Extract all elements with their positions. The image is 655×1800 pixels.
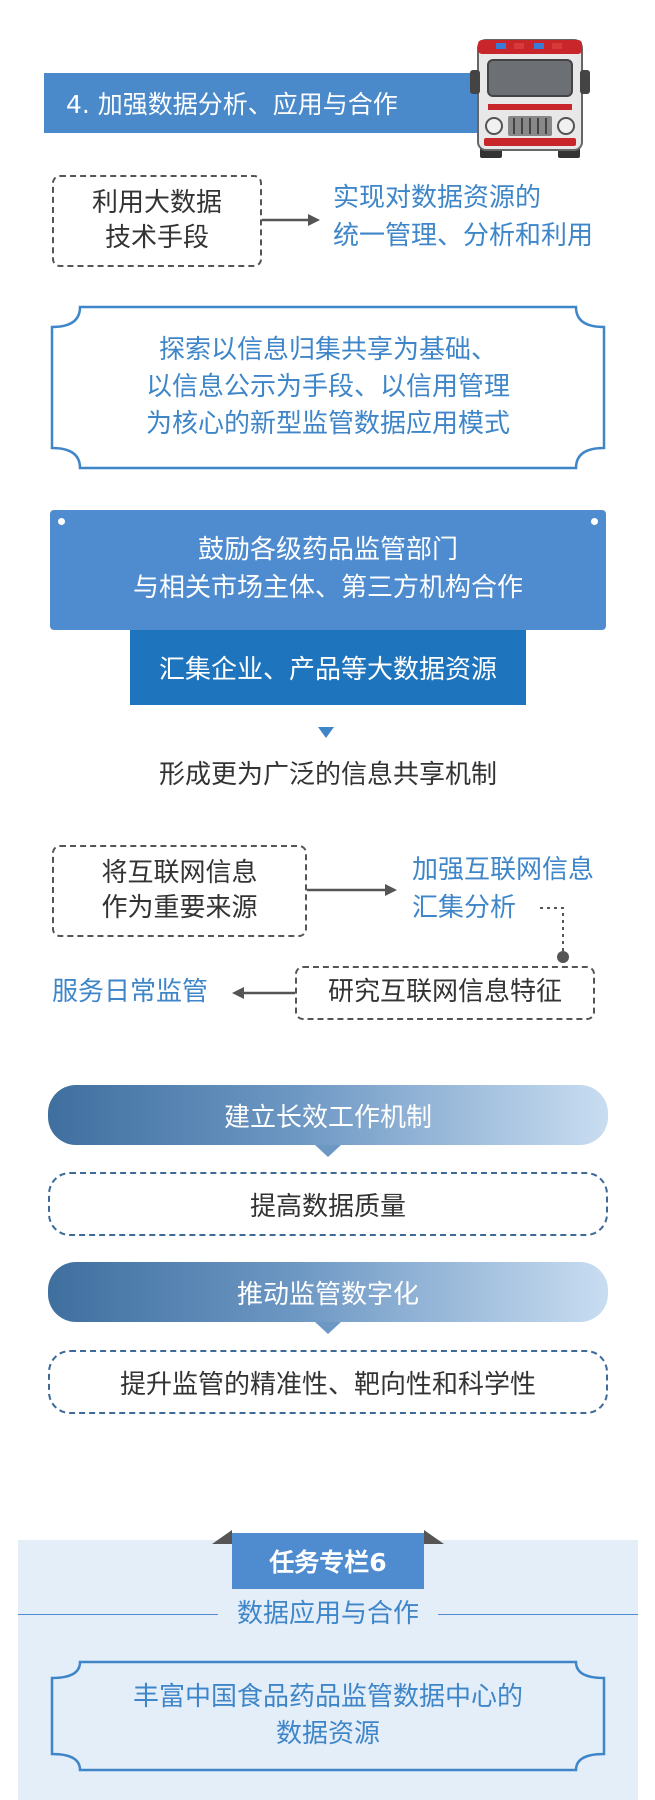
- tab-ear-right: [424, 1530, 444, 1544]
- task-label: 任务专栏6: [232, 1533, 424, 1589]
- big-data-box: 利用大数据 技术手段: [52, 175, 262, 267]
- research-box: 研究互联网信息特征: [295, 966, 595, 1020]
- internet-source-line-1: 将互联网信息: [101, 857, 258, 888]
- pin-dot: [58, 518, 65, 525]
- triangle-down-icon: [318, 727, 334, 738]
- arrow-right-icon: [262, 214, 320, 226]
- pill-pointer-icon: [315, 1322, 341, 1334]
- section-title-text: 4. 加强数据分析、应用与合作: [66, 90, 398, 119]
- task-subtitle-text: 数据应用与合作: [236, 1599, 419, 1630]
- research-text: 研究互联网信息特征: [327, 977, 562, 1008]
- big-data-line-2: 技术手段: [104, 223, 209, 253]
- manage-result: 实现对数据资源的 统一管理、分析和利用: [333, 180, 633, 255]
- task-item-line-2: 数据资源: [275, 1719, 380, 1749]
- internet-source-line-2: 作为重要来源: [101, 893, 258, 923]
- gather-text: 汇集企业、产品等大数据资源: [158, 655, 497, 685]
- pin-dot: [591, 518, 598, 525]
- task-item-line-1: 丰富中国食品药品监管数据中心的: [132, 1682, 523, 1713]
- gather-box: 汇集企业、产品等大数据资源: [130, 630, 526, 705]
- strengthen-line-1: 加强互联网信息: [412, 855, 595, 885]
- serve-label: 服务日常监管: [52, 977, 209, 1007]
- step-2-title: 推动监管数字化: [236, 1279, 419, 1310]
- task-subtitle: 数据应用与合作: [218, 1595, 438, 1635]
- encourage-line-2: 与相关市场主体、第三方机构合作: [132, 573, 523, 603]
- step-2-detail: 提升监管的精准性、靶向性和科学性: [119, 1369, 536, 1400]
- big-data-line-1: 利用大数据: [91, 187, 222, 218]
- manage-result-line-2: 统一管理、分析和利用: [333, 220, 594, 251]
- step-1-detail: 提高数据质量: [249, 1191, 406, 1222]
- mechanism-text: 形成更为广泛的信息共享机制: [60, 752, 596, 792]
- task-label-text: 任务专栏6: [269, 1548, 387, 1577]
- section-title: 4. 加强数据分析、应用与合作: [44, 73, 484, 133]
- divider-line: [18, 1614, 218, 1615]
- explore-box: 探索以信息归集共享为基础、 以信息公示为手段、以信用管理 为核心的新型监管数据应…: [50, 305, 606, 470]
- step-1-pill: 建立长效工作机制: [48, 1085, 608, 1145]
- arrow-right-icon: [307, 884, 397, 896]
- explore-line-3: 为核心的新型监管数据应用模式: [145, 408, 510, 439]
- encourage-line-1: 鼓励各级药品监管部门: [197, 535, 458, 566]
- task-item-box: 丰富中国食品药品监管数据中心的 数据资源: [50, 1660, 606, 1772]
- explore-line-1: 探索以信息归集共享为基础、: [158, 335, 497, 366]
- manage-result-line-1: 实现对数据资源的: [333, 183, 542, 213]
- strengthen-line-2: 汇集分析: [412, 892, 517, 923]
- step-1-title: 建立长效工作机制: [223, 1102, 432, 1133]
- pill-pointer-icon: [315, 1145, 341, 1157]
- arrow-left-icon: [232, 987, 295, 999]
- encourage-box: 鼓励各级药品监管部门 与相关市场主体、第三方机构合作: [50, 510, 606, 630]
- step-1-detail-box: 提高数据质量: [48, 1172, 608, 1236]
- step-2-pill: 推动监管数字化: [48, 1262, 608, 1322]
- strengthen-text: 加强互联网信息 汇集分析: [412, 852, 642, 927]
- connector-line: [540, 907, 569, 963]
- scroll-frame: [50, 305, 606, 470]
- tab-ear-left: [212, 1530, 232, 1544]
- internet-source-box: 将互联网信息 作为重要来源: [52, 845, 307, 937]
- truck-icon: [470, 39, 590, 158]
- step-2-detail-box: 提升监管的精准性、靶向性和科学性: [48, 1350, 608, 1414]
- mechanism-label: 形成更为广泛的信息共享机制: [158, 759, 497, 790]
- task-subtitle-row: 数据应用与合作: [18, 1595, 638, 1635]
- divider-line: [438, 1614, 638, 1615]
- serve-text: 服务日常监管: [52, 974, 232, 1012]
- explore-line-2: 以信息公示为手段、以信用管理: [145, 372, 510, 403]
- scroll-frame: [50, 1660, 606, 1772]
